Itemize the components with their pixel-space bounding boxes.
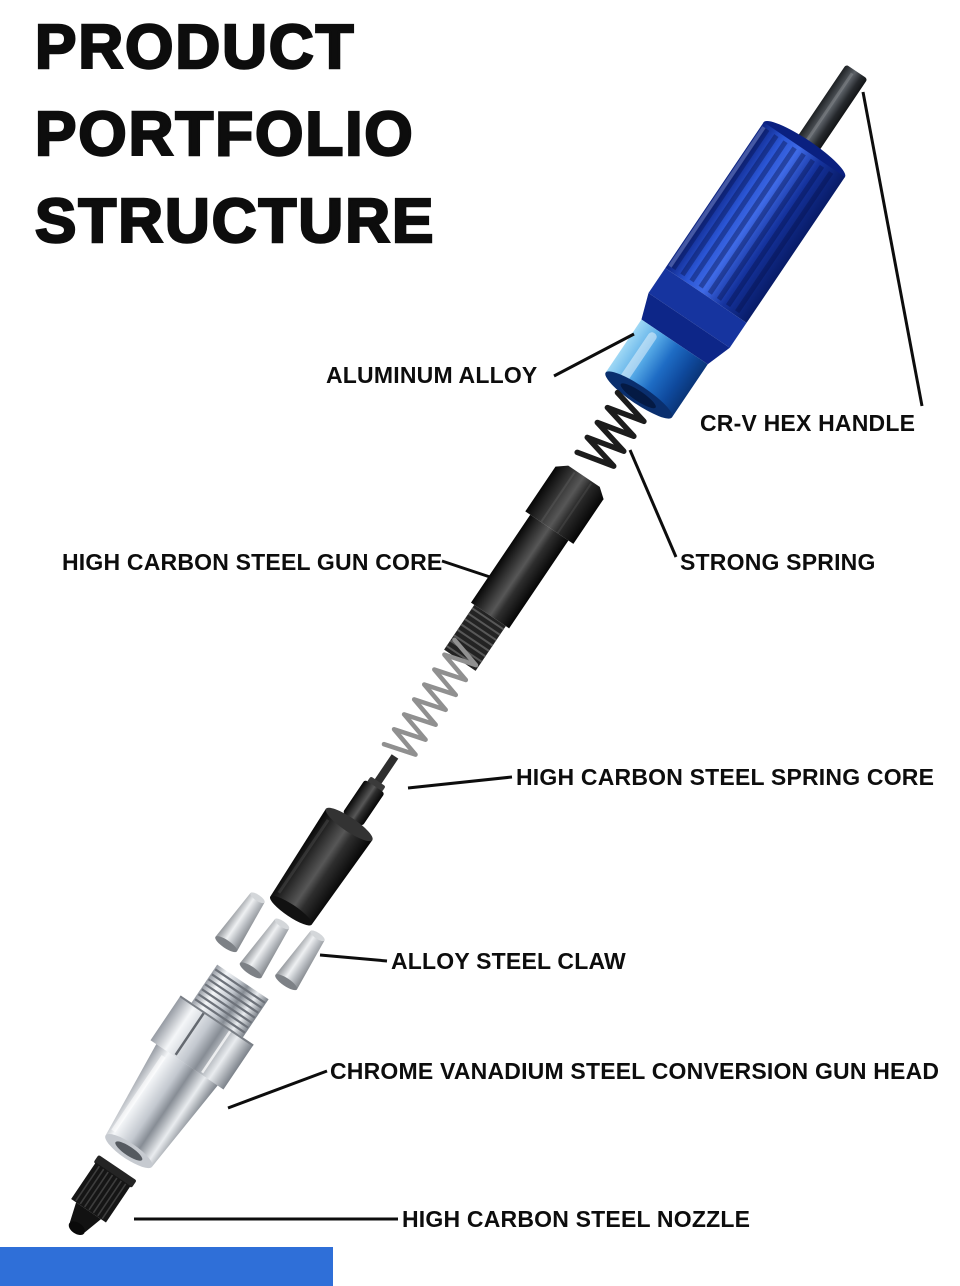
aluminum-alloy-body-part (605, 120, 846, 419)
accent-bar (0, 1247, 333, 1286)
label-crv-hex-handle: CR-V HEX HANDLE (700, 410, 916, 436)
label-nozzle: HIGH CARBON STEEL NOZZLE (402, 1206, 751, 1232)
page-title-line-1: PRODUCT (34, 12, 356, 84)
leader-line-crv-hex-handle (861, 91, 924, 407)
leader-line-aluminum-alloy (553, 332, 635, 378)
leader-lines (134, 91, 924, 1221)
claws-part (215, 892, 325, 991)
claw-3 (275, 930, 325, 991)
claw-1 (215, 892, 265, 953)
leader-line-spring-core (407, 775, 513, 790)
long-spring-part (381, 637, 479, 757)
spring-core-part (343, 754, 399, 825)
leader-line-gun-core (441, 559, 491, 579)
label-spring-core: HIGH CARBON STEEL SPRING CORE (516, 764, 935, 790)
leader-line-gun-head (227, 1069, 328, 1110)
gun-head-part (105, 964, 269, 1169)
page-title-line-2: PORTFOLIO (34, 99, 415, 171)
leader-line-steel-claw (319, 953, 388, 963)
label-strong-spring: STRONG SPRING (680, 549, 876, 575)
label-aluminum-alloy: ALUMINUM ALLOY (326, 362, 538, 388)
nozzle-part (68, 1155, 136, 1235)
label-gun-core: HIGH CARBON STEEL GUN CORE (62, 549, 443, 575)
sleeve-part (269, 807, 373, 926)
gun-core-part (444, 465, 604, 671)
label-steel-claw: ALLOY STEEL CLAW (391, 948, 626, 974)
page-title-line-3: STRUCTURE (34, 186, 436, 258)
strong-spring-part (574, 389, 647, 469)
claw-2 (239, 918, 290, 979)
label-gun-head: CHROME VANADIUM STEEL CONVERSION GUN HEA… (330, 1058, 940, 1084)
leader-line-strong-spring (628, 449, 678, 558)
